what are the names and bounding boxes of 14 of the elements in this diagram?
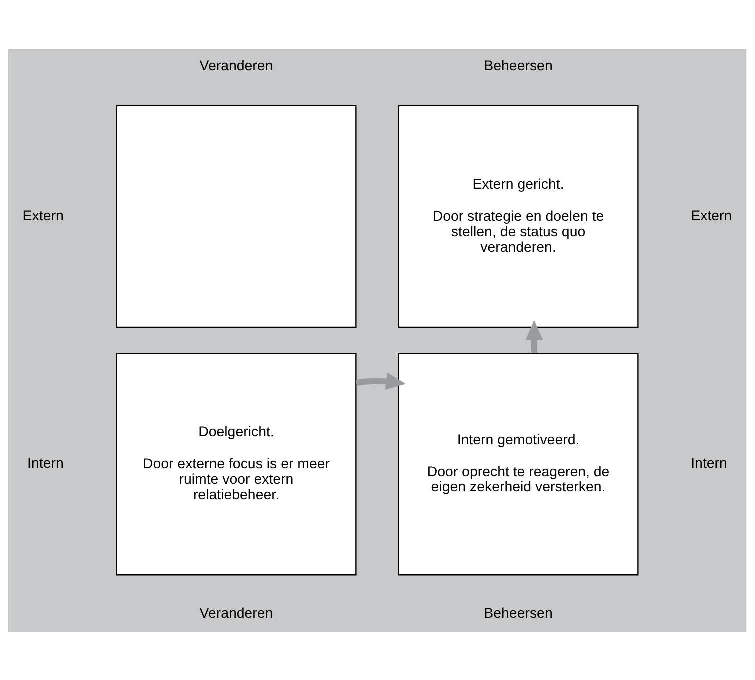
label: Beheersen [484,605,553,622]
arrow [356,372,406,390]
node-box: Extern gericht. Door strategie en doelen te stellen, de status quo veranderen. [398,104,639,328]
label: Extern [22,208,64,224]
label: Veranderen [200,58,274,74]
label: Intern [691,456,728,472]
node-box: Doelgericht. Door externe focus is er meer ruimte voor extern relatiebeheer. [116,352,357,576]
label: Intern [28,456,64,472]
arrow [526,320,544,353]
label: Veranderen [200,605,274,622]
node-box: Intern gemotiveerd. Door oprecht te reageren, de eigen zekerheid versterken. [398,352,639,576]
node-box [116,104,357,328]
label: Beheersen [484,58,553,74]
label: Extern [691,208,732,224]
